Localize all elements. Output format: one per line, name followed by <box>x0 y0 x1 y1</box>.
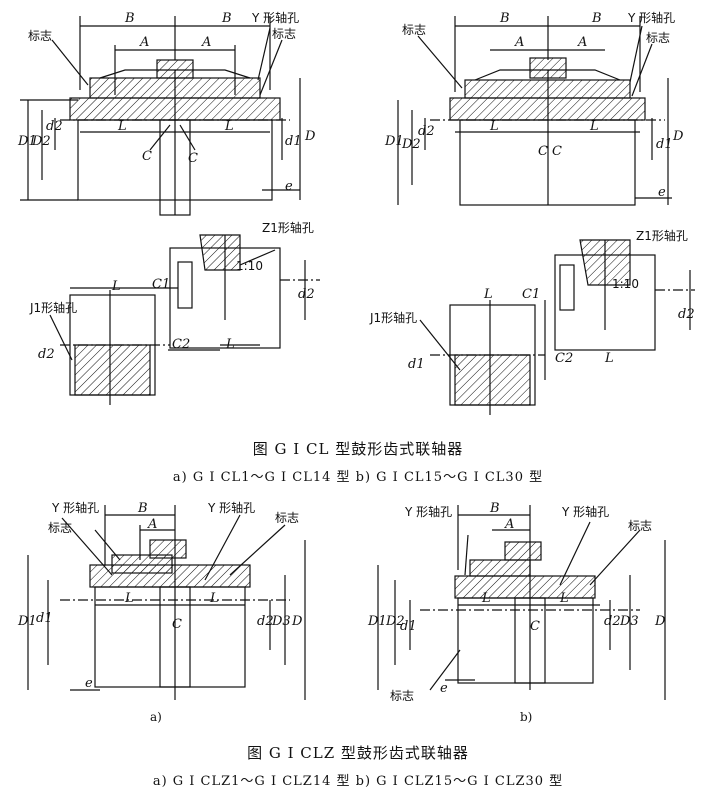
fig1b-detail-drawing <box>419 239 695 415</box>
fig2b-label-L2: L <box>559 591 569 606</box>
figure2-title: 图 G Ⅰ CLZ 型鼓形齿式联轴器 <box>247 744 469 762</box>
fig1a-label-L4: L <box>225 337 235 352</box>
fig1b-label-A2: A <box>577 35 587 50</box>
fig2b-mark-label-2: 标志 <box>390 689 414 703</box>
fig1b-label-C2: C <box>552 144 562 159</box>
fig2a-y-hole-label: Y 形轴孔 <box>51 500 99 515</box>
fig1b-label-e: e <box>658 185 666 200</box>
fig1b-y-hole-label: Y 形轴孔 <box>627 10 675 25</box>
fig2b-y-hole-label-2: Y 形轴孔 <box>561 504 609 519</box>
fig1a-label-B: B <box>124 11 135 26</box>
fig2a-label-A: A <box>147 517 157 532</box>
fig1b-label-d1: d1 <box>656 137 673 152</box>
fig1b-z1-hole-label: Z1形轴孔 <box>636 228 688 243</box>
fig2a-mark-label-2: 标志 <box>275 511 299 525</box>
fig2a-label-C: C <box>172 617 182 632</box>
fig2b-label-A: A <box>504 517 514 532</box>
fig1a-label-D: D <box>304 129 316 144</box>
fig1a-y-hole-label: Y 形轴孔 <box>251 10 299 25</box>
fig1a-label-L: L <box>117 119 127 134</box>
fig1b-label-d2: d2 <box>418 124 435 139</box>
fig1a-coupling-drawing <box>20 16 301 216</box>
fig1b-coupling-drawing <box>397 16 672 206</box>
fig2b-label-e: e <box>440 681 448 696</box>
fig2b-y-hole-label: Y 形轴孔 <box>404 504 452 519</box>
fig1b-label-B2: B <box>591 11 602 26</box>
fig2b-label-D2: D2 <box>385 614 405 629</box>
fig2a-label-B: B <box>137 501 148 516</box>
fig1b-label-C: C <box>538 144 548 159</box>
fig1a-label-C: C <box>142 149 152 164</box>
fig1b-label-d2c: d2 <box>678 307 695 322</box>
fig2b-mark-label: 标志 <box>628 519 652 533</box>
fig2a-label-L: L <box>124 591 134 606</box>
fig2b-label-L: L <box>481 591 491 606</box>
fig2a-label-D1: D1 <box>17 614 37 629</box>
fig1b-label-B: B <box>499 11 510 26</box>
fig2b-label-C: C <box>530 619 540 634</box>
fig1b-label-d1b: d1 <box>408 357 425 372</box>
fig2a-label-L2: L <box>209 591 219 606</box>
fig2a-y-hole-label-2: Y 形轴孔 <box>207 500 255 515</box>
fig1a-label-d1: d1 <box>285 134 302 149</box>
fig1b-label-A: A <box>514 35 524 50</box>
fig1b-label-C1: C1 <box>522 287 540 302</box>
fig2a-label-d2: d2 <box>257 614 274 629</box>
fig2b-label-D: D <box>654 614 666 629</box>
fig1a-z1-hole-label: Z1形轴孔 <box>262 220 314 235</box>
fig2b-label-d2: d2 <box>604 614 621 629</box>
figure1-subtitle: a) G Ⅰ CL1～G Ⅰ CL14 型 b) G Ⅰ CL15～G Ⅰ CL… <box>172 470 544 485</box>
fig1a-label-D1: D1 <box>17 134 37 149</box>
figure2-subtitle: a) G Ⅰ CLZ1～G Ⅰ CLZ14 型 b) G Ⅰ CLZ15～G Ⅰ… <box>152 774 564 789</box>
fig1a-label-d2: d2 <box>46 119 63 134</box>
fig2a-coupling-drawing <box>27 505 306 700</box>
fig1a-label-L2: L <box>224 119 234 134</box>
fig1b-label-L4: L <box>604 351 614 366</box>
fig1b-taper-label: 1:10 <box>612 277 639 291</box>
fig2b-label-D3: D3 <box>619 614 639 629</box>
figure1-title: 图 G Ⅰ CL 型鼓形齿式联轴器 <box>252 440 464 458</box>
fig1b-mark-label: 标志 <box>402 23 426 37</box>
fig1a-label-D2: D2 <box>31 134 51 149</box>
fig1a-mark-label-2: 标志 <box>272 27 296 41</box>
fig2b-coupling-drawing <box>377 505 666 700</box>
fig2a-label-e: e <box>85 676 93 691</box>
fig2a-label-d1: d1 <box>36 611 53 626</box>
fig2b-label-d1: d1 <box>400 619 417 634</box>
fig1b-label-L: L <box>489 119 499 134</box>
fig1a-mark-label: 标志 <box>28 29 52 43</box>
fig1a-detail-drawing <box>49 234 320 405</box>
fig1a-label-e: e <box>285 179 293 194</box>
fig2b-label-D1: D1 <box>367 614 387 629</box>
fig1a-label-A2: A <box>201 35 211 50</box>
fig1a-label-A: A <box>139 35 149 50</box>
fig1b-label-D1: D1 <box>384 134 404 149</box>
fig1a-label-C1: C1 <box>152 277 170 292</box>
fig1b-label-L3: L <box>483 287 493 302</box>
fig1b-mark-label-2: 标志 <box>646 31 670 45</box>
fig1a-label-L3: L <box>111 279 121 294</box>
fig2a-label-D3: D3 <box>271 614 291 629</box>
fig1a-taper-label: 1:10 <box>236 259 263 273</box>
fig2a-mark-label: 标志 <box>48 521 72 535</box>
fig1a-label-d2b: d2 <box>38 347 55 362</box>
fig1b-label-C2: C2 <box>555 351 573 366</box>
fig1a-label-C2: C2 <box>172 337 190 352</box>
fig2a-label-D: D <box>291 614 303 629</box>
fig1b-j1-hole-label: J1形轴孔 <box>369 310 417 325</box>
fig1a-label-C2: C <box>188 151 198 166</box>
fig1a-j1-hole-label: J1形轴孔 <box>29 300 77 315</box>
fig1a-label-B2: B <box>221 11 232 26</box>
figure2b-sublabel: b) <box>520 710 533 724</box>
fig1b-label-D: D <box>672 129 684 144</box>
fig1b-label-L2: L <box>589 119 599 134</box>
fig2b-label-B: B <box>489 501 500 516</box>
fig1a-label-d2c: d2 <box>298 287 315 302</box>
fig1b-label-D2: D2 <box>401 137 421 152</box>
figure2a-sublabel: a) <box>150 710 162 724</box>
